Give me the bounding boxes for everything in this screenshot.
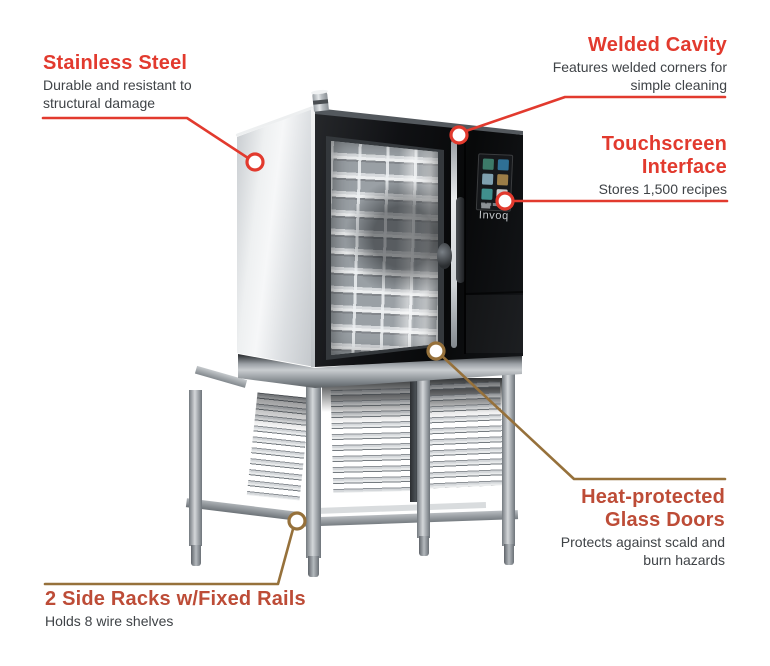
- touchscreen-tile: [481, 173, 494, 185]
- oven-door-edge: [451, 140, 457, 348]
- stand-leg: [306, 386, 321, 558]
- callout-description: Stores 1,500 recipes: [598, 181, 727, 197]
- oven-door-handle: [456, 197, 465, 283]
- stand-leg: [417, 378, 430, 538]
- oven-glass-door: [331, 141, 438, 355]
- oven-door-latch: [437, 243, 452, 269]
- stand-leg: [502, 372, 515, 546]
- touchscreen-tile: [496, 174, 509, 186]
- stand-bottom-rail-left: [185, 498, 299, 521]
- callout-description: Holds 8 wire shelves: [45, 613, 174, 629]
- touchscreen-tile: [496, 189, 508, 201]
- callout-title: Stainless Steel: [43, 52, 188, 74]
- callout-stainless-steel: Stainless Steel Durable and resistant to…: [43, 52, 213, 113]
- vent-cap-top: [310, 89, 329, 95]
- leader-racks: [43, 527, 295, 586]
- invoq-logo: Invoq: [479, 203, 525, 223]
- brand-mark: [481, 203, 491, 209]
- callout-title: Heat-protected Glass Doors: [581, 486, 725, 531]
- vent-band: [312, 99, 329, 105]
- callout-description: Features welded corners for simple clean…: [552, 59, 727, 93]
- oven-vent-cap: [310, 89, 329, 112]
- side-rack-left: [246, 392, 311, 501]
- leader-stainless: [41, 116, 250, 160]
- touchscreen-tile: [481, 188, 493, 200]
- stand-foot: [191, 545, 201, 566]
- touchscreen-tile: [482, 158, 495, 170]
- callout-title: Touchscreen Interface: [601, 133, 727, 178]
- stand-foot: [419, 536, 429, 556]
- callout-title: 2 Side Racks w/Fixed Rails: [45, 588, 306, 610]
- leader-welded: [464, 95, 727, 133]
- control-panel-divider: [464, 136, 466, 354]
- callout-title: Welded Cavity: [588, 34, 727, 56]
- brand-text: Invoq: [478, 209, 510, 223]
- stand-foot: [308, 556, 319, 577]
- callout-description: Protects against scald and burn hazards: [560, 534, 725, 568]
- oven-front-corner-highlight: [311, 108, 316, 367]
- callout-side-racks: 2 Side Racks w/Fixed Rails Holds 8 wire …: [45, 588, 355, 631]
- callout-heat-protected-glass-doors: Heat-protected Glass Doors Protects agai…: [547, 486, 725, 570]
- callout-touchscreen-interface: Touchscreen Interface Stores 1,500 recip…: [567, 133, 727, 199]
- side-rack-middle: [330, 387, 414, 494]
- callout-description: Durable and resistant to structural dama…: [43, 77, 192, 111]
- control-panel-lower: [466, 295, 523, 353]
- stand-foot: [504, 544, 514, 565]
- oven-side-panel-stainless: [237, 108, 315, 367]
- stand-divider-post: [410, 380, 421, 502]
- side-rack-right: [417, 381, 505, 489]
- stand-leg: [189, 390, 202, 546]
- touchscreen-tile: [497, 159, 510, 171]
- callout-welded-cavity: Welded Cavity Features welded corners fo…: [542, 34, 727, 95]
